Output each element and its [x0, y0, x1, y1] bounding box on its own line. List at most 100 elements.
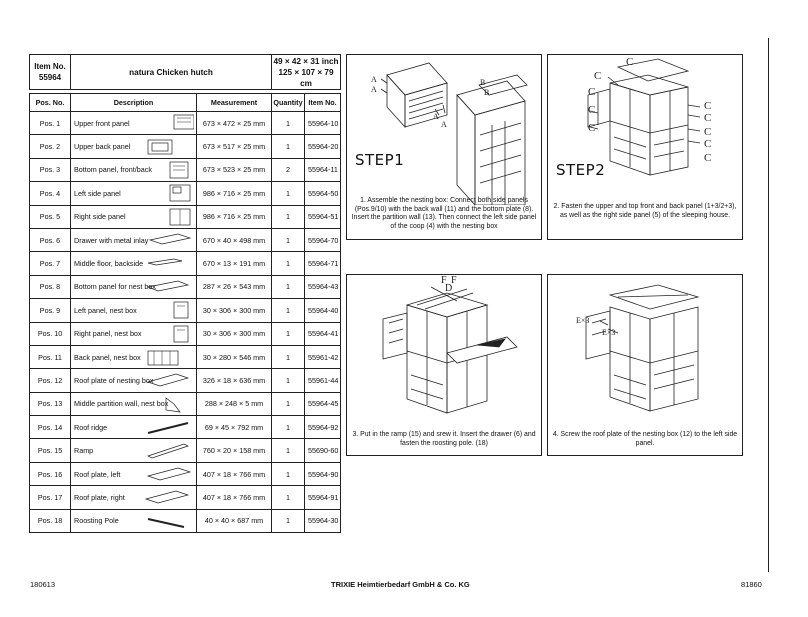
description-text: Ramp [74, 446, 94, 456]
cell-item-no: 55964-45 [303, 391, 342, 417]
cell-quantity: 1 [271, 227, 305, 253]
cell-quantity: 1 [271, 508, 305, 534]
cell-quantity: 1 [271, 134, 305, 159]
step-1-letter-a2: A [371, 85, 377, 94]
step-1-letter-a3: A [433, 112, 439, 121]
cell-quantity: 1 [271, 298, 305, 323]
item-number-label: Item No. [34, 62, 66, 71]
step-4-letter-e1: E×3 [576, 316, 589, 325]
cell-measurement: 673 × 517 × 25 mm [196, 134, 272, 159]
step-2-illustration: C C C C C C C C C C [587, 56, 711, 176]
cell-quantity: 1 [271, 344, 305, 370]
cell-quantity: 1 [271, 391, 305, 417]
cell-description: Left panel, nest box [70, 298, 197, 323]
part-thumbnail-icon [169, 161, 189, 179]
description-text: Roof plate of nesting box [74, 375, 154, 385]
cell-description: Right panel, nest box [70, 321, 197, 346]
part-thumbnail-icon [169, 184, 191, 202]
cell-measurement: 69 × 45 × 792 mm [196, 415, 272, 440]
cell-pos: Pos. 9 [29, 298, 71, 323]
cell-item-no: 55964-71 [303, 251, 342, 276]
col-measurement: Measurement [196, 93, 272, 112]
step-1-letter-a1: A [371, 75, 377, 84]
cell-pos: Pos. 13 [29, 391, 71, 417]
cell-measurement: 986 × 716 × 25 mm [196, 204, 272, 229]
description-text: Middle partition wall, nest box [74, 399, 169, 409]
step-4-caption: 4. Screw the roof plate of the nesting b… [552, 431, 738, 447]
cell-measurement: 30 × 306 × 300 mm [196, 321, 272, 346]
description-text: Left panel, nest box [74, 305, 137, 315]
cell-pos: Pos. 4 [29, 181, 71, 206]
cell-pos: Pos. 5 [29, 204, 71, 229]
item-number-cell: Item No. 55964 [29, 54, 71, 90]
cell-description: Right side panel [70, 204, 197, 229]
cell-measurement: 407 × 18 × 766 mm [196, 485, 272, 510]
cell-measurement: 326 × 18 × 636 mm [196, 368, 272, 393]
cell-item-no: 55964-10 [303, 110, 342, 136]
cell-pos: Pos. 6 [29, 227, 71, 253]
step-2-letter-c4: C [588, 104, 595, 116]
item-number-value: 55964 [38, 73, 62, 82]
col-quantity: Quantity [271, 93, 305, 112]
cell-quantity: 1 [271, 110, 305, 136]
dims-cm: 125 × 107 × 79 cm [278, 67, 334, 88]
description-text: Roof plate, right [74, 492, 125, 502]
footer-company: TRIXIE Heimtierbedarf GmbH & Co. KG [331, 580, 470, 589]
description-text: Roosting Pole [74, 516, 119, 526]
col-item-no: Item No. [303, 93, 342, 112]
cell-item-no: 55961-44 [303, 368, 342, 393]
cell-description: Middle floor, backside [70, 251, 197, 276]
part-thumbnail-icon [173, 301, 189, 319]
cell-pos: Pos. 18 [29, 508, 71, 534]
description-text: Right panel, nest box [74, 329, 142, 339]
cell-description: Roof ridge [70, 415, 197, 440]
cell-item-no: 55964-11 [303, 157, 342, 183]
cell-pos: Pos. 17 [29, 485, 71, 510]
cell-measurement: 670 × 13 × 191 mm [196, 251, 272, 276]
cell-description: Upper front panel [70, 110, 197, 136]
step-3-panel: F F D 3. Put in the ramp (15) and srew i… [346, 274, 542, 456]
cell-pos: Pos. 16 [29, 461, 71, 487]
cell-measurement: 986 × 716 × 25 mm [196, 181, 272, 206]
step-4-illustration: E×3 E×3 [576, 284, 700, 412]
step-1-illustration: A A A A B B [371, 62, 528, 205]
cell-item-no: 55961-42 [303, 344, 342, 370]
cell-pos: Pos. 3 [29, 157, 71, 183]
description-text: Bottom panel for nest box [74, 282, 156, 292]
step-1-letter-a4: A [441, 120, 447, 129]
dims-inch: 49 × 42 × 31 inch [273, 56, 339, 66]
step-2-caption: 2. Fasten the upper and top front and ba… [553, 203, 737, 219]
cell-measurement: 670 × 40 × 498 mm [196, 227, 272, 253]
cell-pos: Pos. 12 [29, 368, 71, 393]
part-thumbnail-icon [165, 396, 181, 413]
description-text: Upper front panel [74, 118, 130, 128]
cell-pos: Pos. 14 [29, 415, 71, 440]
step-3-illustration: F F D [382, 275, 518, 414]
description-text: Roof plate, left [74, 469, 121, 479]
part-thumbnail-icon [173, 114, 194, 130]
step-2-panel: C C C C C C C C C C STEP2 2. Fasten the … [547, 54, 743, 240]
cell-description: Roof plate of nesting box [70, 368, 197, 393]
part-thumbnail-icon [147, 258, 183, 266]
col-pos: Pos. No. [29, 93, 71, 112]
cell-description: Roof plate, right [70, 485, 197, 510]
cell-item-no: 55964-40 [303, 298, 342, 323]
cell-item-no: 55964-50 [303, 181, 342, 206]
cell-quantity: 1 [271, 438, 305, 463]
cell-item-no: 55964-91 [303, 485, 342, 510]
description-text: Right side panel [74, 212, 126, 222]
description-text: Back panel, nest box [74, 352, 141, 362]
cell-description: Left side panel [70, 181, 197, 206]
cell-pos: Pos. 11 [29, 344, 71, 370]
description-text: Roof ridge [74, 422, 108, 432]
cell-quantity: 1 [271, 181, 305, 206]
